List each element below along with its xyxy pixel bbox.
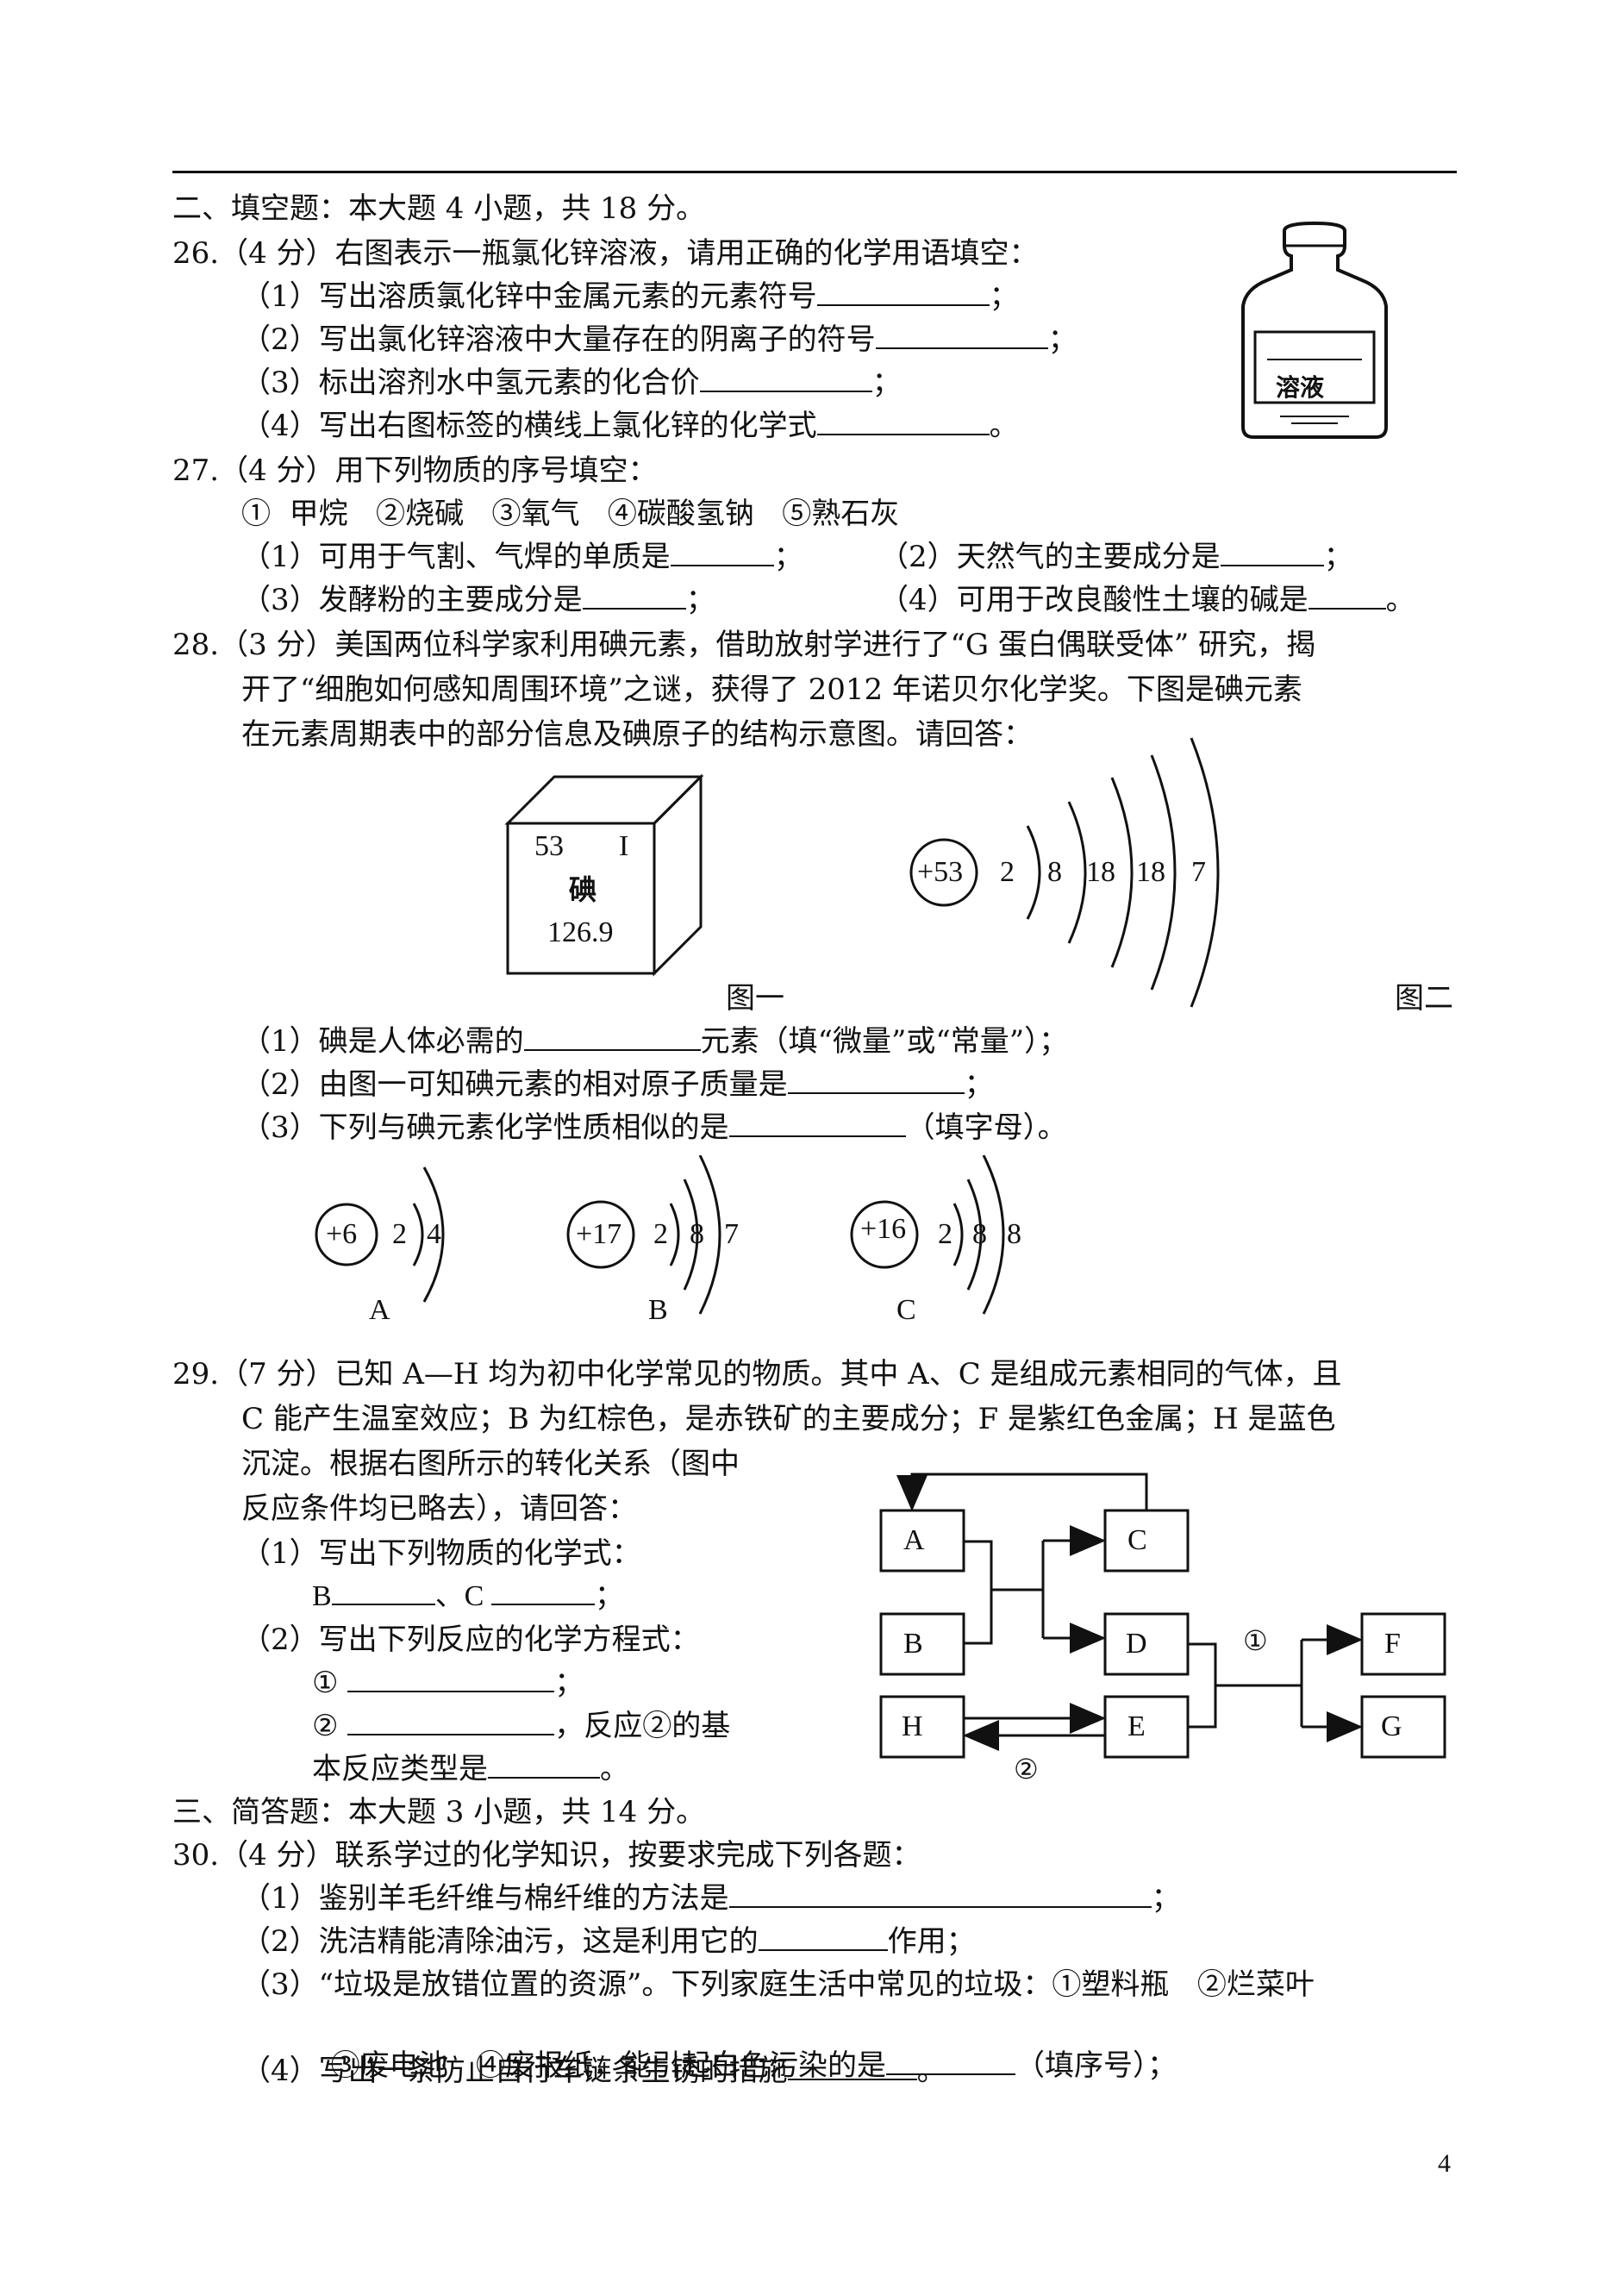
answer-blank[interactable] bbox=[582, 582, 686, 610]
question-26-part-1: （1）写出溶质氯化锌中金属元素的元素符号； bbox=[241, 278, 1019, 314]
shell-electrons: 7 bbox=[1191, 856, 1206, 888]
question-29-part-1-answers: B、C ； bbox=[312, 1578, 624, 1616]
question-28-line-3: 在元素周期表中的部分信息及碘原子的结构示意图。请回答： bbox=[241, 717, 1033, 752]
answer-blank[interactable] bbox=[331, 1578, 435, 1605]
choice-c-shell: 2 bbox=[938, 1218, 953, 1250]
bottle-label: 溶液 bbox=[1276, 373, 1325, 402]
question-27-part-1: （1）可用于气割、气焊的单质是； bbox=[241, 539, 803, 574]
answer-blank[interactable] bbox=[347, 1708, 555, 1735]
choice-b-letter: B bbox=[648, 1294, 668, 1326]
answer-blank[interactable] bbox=[699, 365, 872, 392]
question-27-part-4: （4）可用于改良酸性土壤的碱是。 bbox=[879, 582, 1415, 617]
question-28-part-1: （1）碘是人体必需的元素（填“微量”或“常量”）； bbox=[241, 1023, 1069, 1059]
question-26-part-2: （2）写出氯化锌溶液中大量存在的阴离子的符号； bbox=[241, 322, 1077, 357]
atomic-number: 53 bbox=[534, 830, 564, 862]
answer-blank[interactable] bbox=[490, 1578, 595, 1605]
question-29-part-2: （2）写出下列反应的化学方程式： bbox=[241, 1623, 700, 1657]
node-h: H bbox=[902, 1710, 923, 1742]
choice-a-shell: 4 bbox=[427, 1218, 441, 1250]
top-rule bbox=[172, 171, 1457, 173]
node-f: F bbox=[1384, 1628, 1401, 1660]
choice-c-nucleus: +16 bbox=[860, 1213, 907, 1245]
question-26-part-3: （3）标出溶剂水中氢元素的化合价； bbox=[241, 365, 902, 400]
question-27-part-3: （3）发酵粉的主要成分是； bbox=[241, 582, 715, 617]
answer-blank[interactable] bbox=[347, 1665, 555, 1692]
answer-blank[interactable] bbox=[523, 1023, 701, 1051]
choice-a-letter: A bbox=[369, 1294, 390, 1326]
reaction-mark-2: ② bbox=[1014, 1753, 1039, 1785]
figure-1-caption: 图一 bbox=[726, 981, 784, 1016]
choice-b-nucleus: +17 bbox=[576, 1218, 622, 1250]
shell-electrons: 18 bbox=[1136, 856, 1165, 888]
answer-blank[interactable] bbox=[1220, 539, 1324, 566]
answer-blank[interactable] bbox=[1308, 582, 1386, 610]
answer-blank[interactable] bbox=[875, 322, 1048, 349]
question-29-reaction-2: ② ，反应②的基 bbox=[312, 1708, 731, 1743]
choice-b-shell: 8 bbox=[690, 1218, 704, 1250]
answer-blank[interactable] bbox=[816, 408, 990, 435]
question-30-part-1: （1）鉴别羊毛纤维与棉纤维的方法是； bbox=[241, 1880, 1181, 1916]
choice-b-shell: 2 bbox=[653, 1218, 668, 1250]
figure-2-caption: 图二 bbox=[1395, 981, 1453, 1016]
shell-electrons: 18 bbox=[1086, 856, 1115, 888]
shell-electrons: 2 bbox=[1000, 856, 1015, 888]
element-name: 碘 bbox=[569, 873, 597, 906]
node-d: D bbox=[1126, 1628, 1147, 1660]
question-29-reaction-type: 本反应类型是。 bbox=[312, 1751, 629, 1786]
node-g: G bbox=[1381, 1710, 1402, 1742]
node-e: E bbox=[1127, 1710, 1146, 1742]
answer-blank[interactable] bbox=[886, 2048, 1016, 2075]
question-29-part-1: （1）写出下列物质的化学式： bbox=[241, 1536, 641, 1571]
question-27-part-2: （2）天然气的主要成分是； bbox=[879, 539, 1353, 574]
page-number: 4 bbox=[1438, 2149, 1451, 2178]
shell-electrons: 8 bbox=[1047, 856, 1062, 888]
question-27-stem: 27.（4 分）用下列物质的序号填空： bbox=[172, 453, 658, 488]
question-26-stem: 26.（4 分）右图表示一瓶氯化锌溶液，请用正确的化学用语填空： bbox=[172, 236, 1039, 271]
answer-blank[interactable] bbox=[488, 1751, 600, 1779]
choice-atom-diagrams bbox=[315, 1155, 1005, 1315]
question-28-line-2: 开了“细胞如何感知周围环境”之谜，获得了 2012 年诺贝尔化学奖。下图是碘元素 bbox=[241, 672, 1302, 707]
choice-b-shell: 7 bbox=[724, 1218, 739, 1250]
choice-c-letter: C bbox=[896, 1294, 916, 1326]
question-28-line-1: 28.（3 分）美国两位科学家利用碘元素，借助放射学进行了“G 蛋白偶联受体” … bbox=[172, 628, 1316, 662]
question-28-part-3: （3）下列与碘元素化学性质相似的是（填字母）。 bbox=[241, 1110, 1067, 1145]
node-c: C bbox=[1127, 1524, 1147, 1556]
answer-blank[interactable] bbox=[787, 2053, 917, 2080]
question-29-reaction-1: ① ； bbox=[312, 1665, 584, 1700]
nucleus-charge: +53 bbox=[917, 856, 964, 888]
answer-blank[interactable] bbox=[728, 1880, 1152, 1908]
choice-a-shell: 2 bbox=[392, 1218, 407, 1250]
solution-bottle-figure bbox=[1241, 221, 1388, 439]
question-29-line-4: 反应条件均已略去），请回答： bbox=[241, 1491, 637, 1526]
answer-blank[interactable] bbox=[758, 1923, 888, 1951]
choice-a-nucleus: +6 bbox=[326, 1218, 358, 1250]
answer-blank[interactable] bbox=[728, 1110, 906, 1137]
iodine-element-cube bbox=[504, 773, 704, 977]
section-heading: 三、简答题：本大题 3 小题，共 14 分。 bbox=[172, 1795, 706, 1829]
node-a: A bbox=[903, 1524, 925, 1556]
reaction-mark-1: ① bbox=[1243, 1624, 1268, 1657]
question-28-part-2: （2）由图一可知碘元素的相对原子质量是； bbox=[241, 1066, 994, 1102]
question-30-part-3-cont: ③废电池 ④废报纸，能引起白色污染的是（填序号）； bbox=[330, 2048, 1177, 2083]
section-heading: 二、填空题：本大题 4 小题，共 18 分。 bbox=[172, 191, 706, 226]
node-b: B bbox=[903, 1628, 923, 1660]
question-30-stem: 30.（4 分）联系学过的化学知识，按要求完成下列各题： bbox=[172, 1838, 921, 1873]
question-30-part-4: （4）写出一条防止自行车链条生锈的措施。 bbox=[241, 2053, 946, 2088]
atomic-mass: 126.9 bbox=[547, 916, 614, 948]
iodine-atom-diagram bbox=[909, 737, 1220, 1008]
conversion-flow-diagram bbox=[879, 1473, 1446, 1759]
question-30-part-3: （3）“垃圾是放错位置的资源”。下列家庭生活中常见的垃圾：①塑料瓶 ②烂菜叶 bbox=[241, 1967, 1315, 2002]
choice-c-shell: 8 bbox=[1007, 1218, 1021, 1250]
answer-blank[interactable] bbox=[787, 1066, 965, 1094]
question-27-options: ① 甲烷 ②烧碱 ③氧气 ④碳酸氢钠 ⑤熟石灰 bbox=[241, 497, 900, 531]
answer-blank[interactable] bbox=[816, 278, 990, 306]
question-26-part-4: （4）写出右图标签的横线上氯化锌的化学式。 bbox=[241, 408, 1019, 443]
question-29-line-3: 沉淀。根据右图所示的转化关系（图中 bbox=[241, 1447, 740, 1481]
answer-blank[interactable] bbox=[670, 539, 774, 566]
choice-c-shell: 8 bbox=[972, 1218, 987, 1250]
question-29-line-1: 29.（7 分）已知 A—H 均为初中化学常见的物质。其中 A、C 是组成元素相… bbox=[172, 1357, 1342, 1391]
element-symbol: I bbox=[619, 830, 629, 862]
question-29-line-2: C 能产生温室效应；B 为红棕色，是赤铁矿的主要成分；F 是紫红色金属；H 是蓝… bbox=[241, 1402, 1336, 1436]
question-30-part-2: （2）洗洁精能清除油污，这是利用它的作用； bbox=[241, 1923, 976, 1959]
